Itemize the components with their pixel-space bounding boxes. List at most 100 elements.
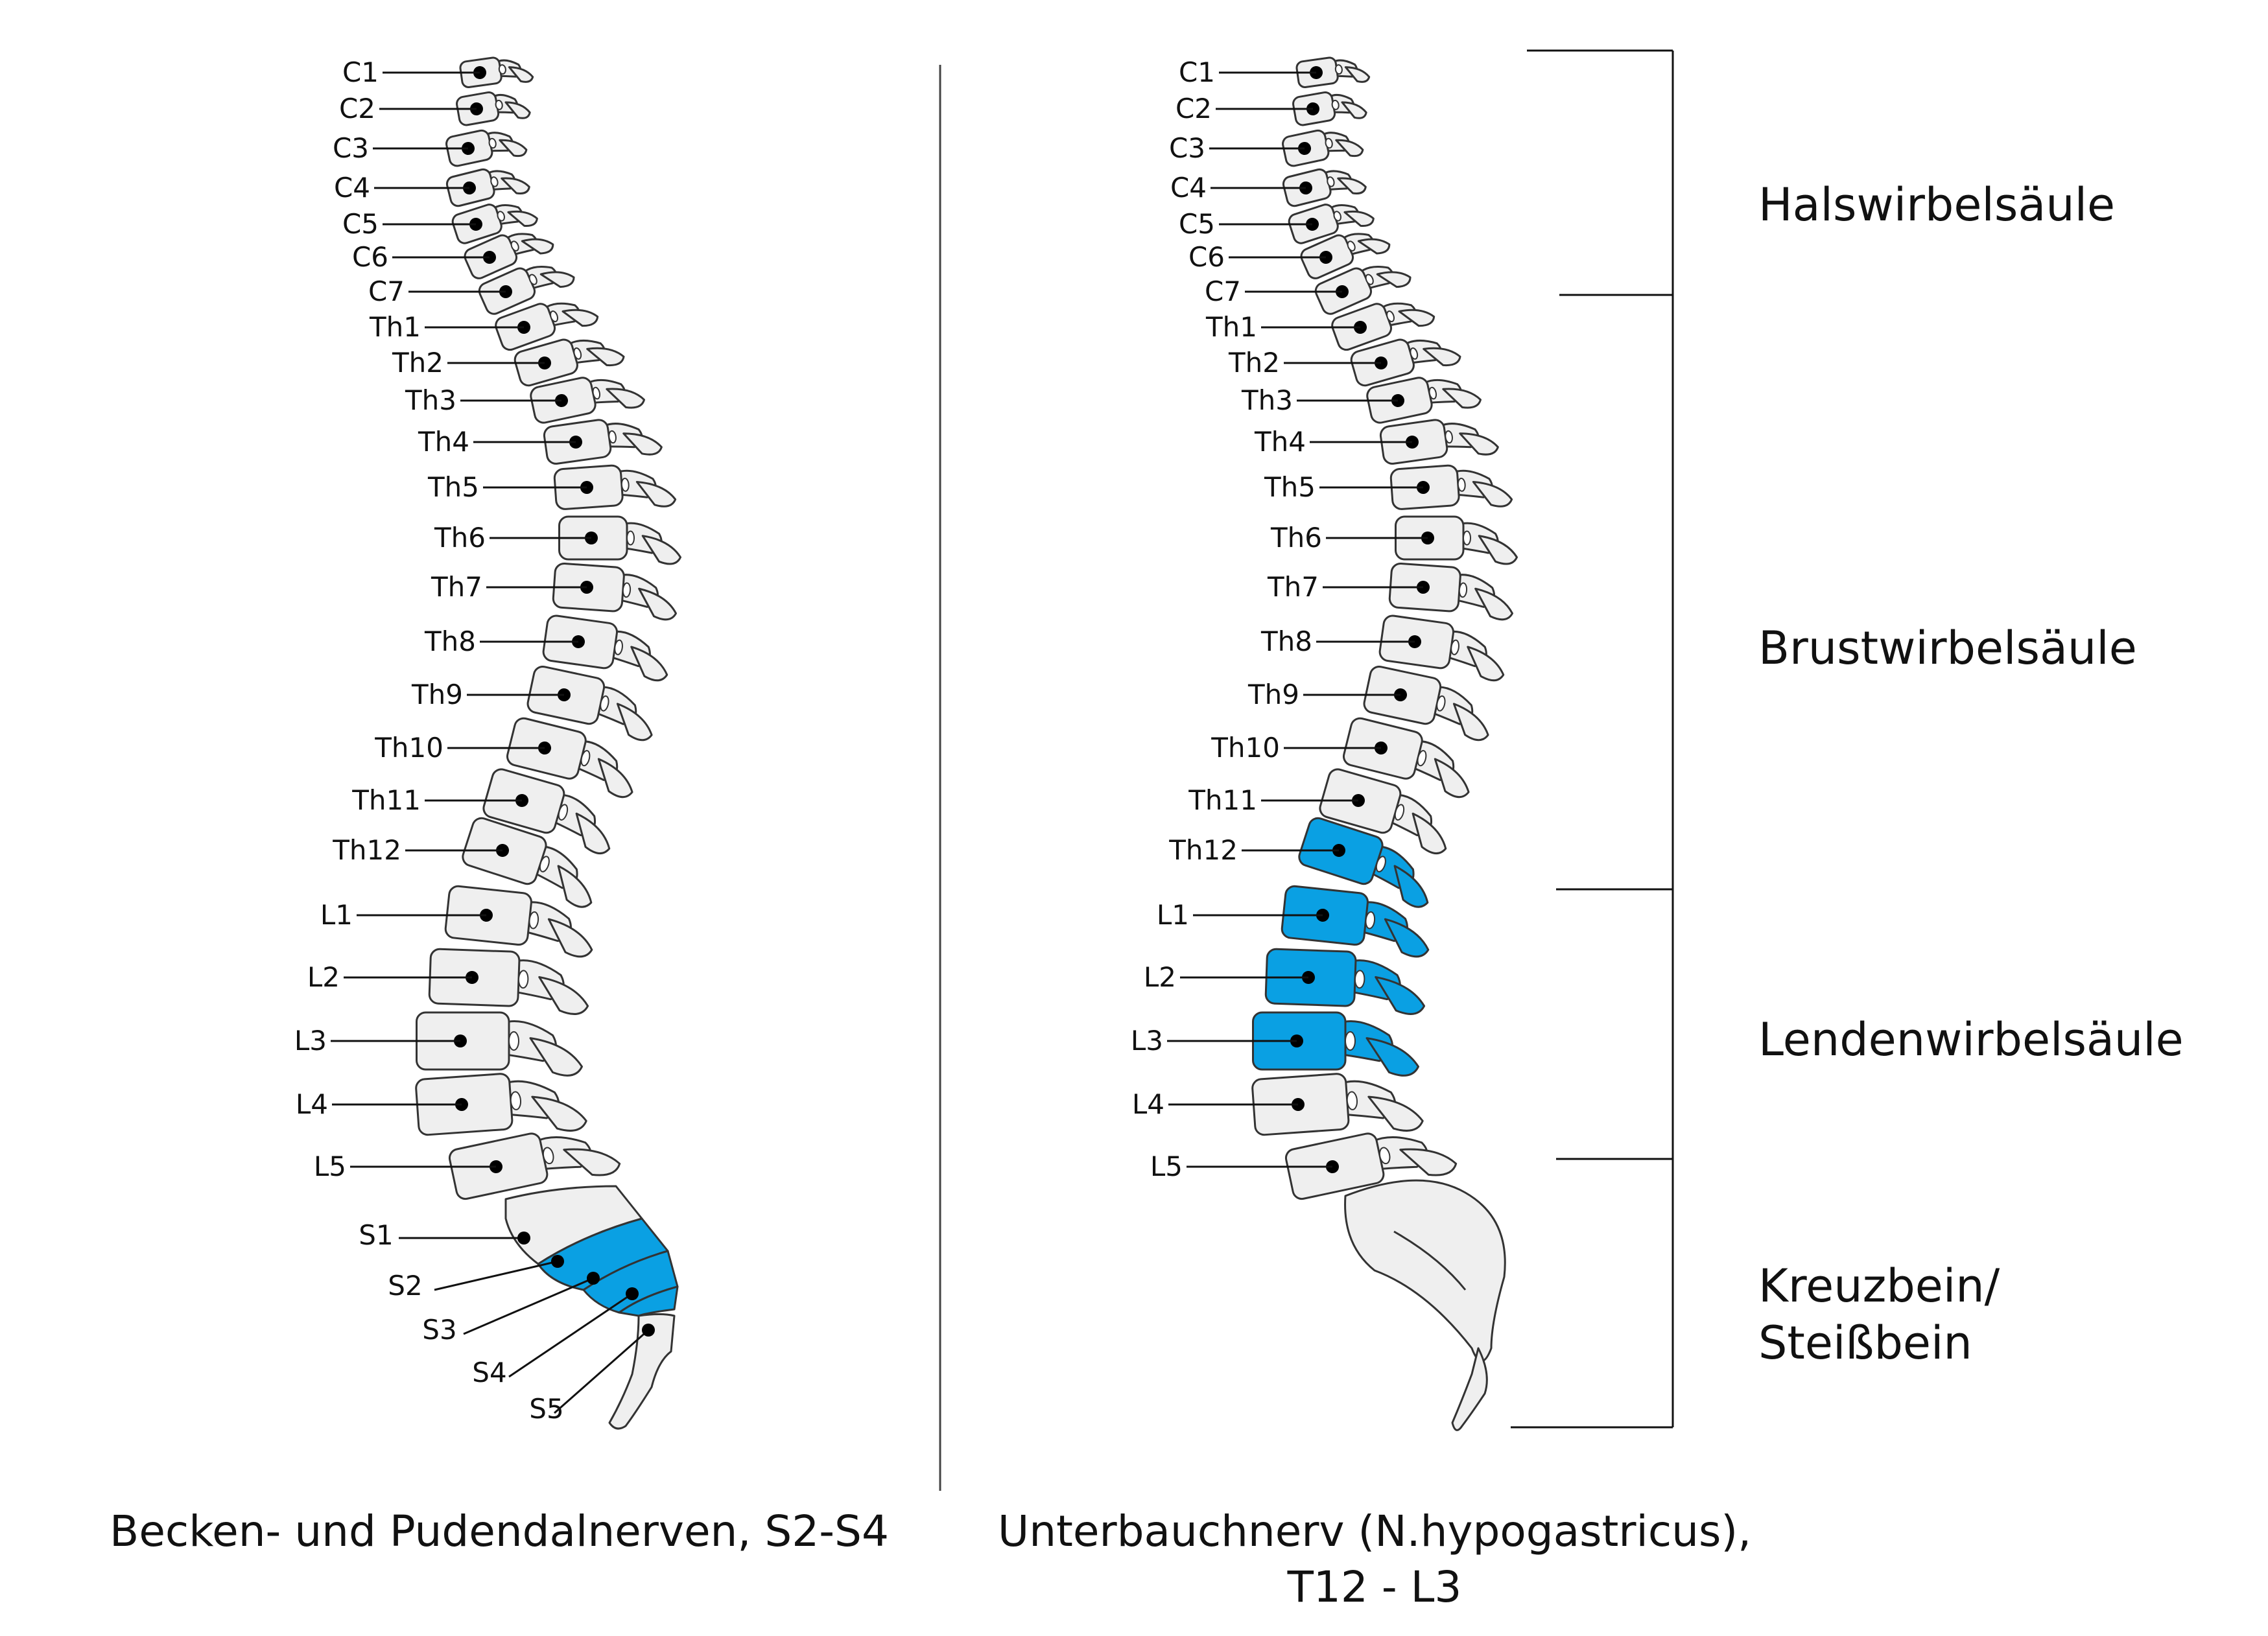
vertebra-foramen xyxy=(1428,386,1437,400)
vertebra-foramen xyxy=(1345,1031,1356,1051)
label-c7: C7 xyxy=(1205,275,1241,307)
label-th2: Th2 xyxy=(1228,347,1280,379)
vertebra-foramen xyxy=(1354,970,1365,989)
vertebra-th2 xyxy=(514,338,625,387)
vertebra-foramen xyxy=(1365,274,1374,285)
vertebra-spine xyxy=(638,587,678,621)
vertebra-th12 xyxy=(462,817,593,908)
vertebra-spine xyxy=(1474,587,1514,621)
label-th10: Th10 xyxy=(374,732,443,764)
vertebra-spine xyxy=(529,1037,583,1077)
right-caption: Unterbauchnerv (N.hypogastricus), T12 - … xyxy=(921,1504,1828,1615)
vertebra-foramen xyxy=(517,970,529,989)
vertebra-spine xyxy=(1344,66,1371,83)
vertebra-spine xyxy=(557,865,593,908)
vertebra-th2 xyxy=(1350,338,1461,387)
label-l2: L2 xyxy=(307,961,340,993)
label-l5: L5 xyxy=(1150,1151,1183,1182)
label-th3: Th3 xyxy=(405,384,456,416)
vertebra-th7 xyxy=(1388,563,1514,621)
label-c6: C6 xyxy=(352,241,388,273)
dot-s1 xyxy=(517,1232,530,1245)
vertebra-c7 xyxy=(1314,266,1412,315)
vertebra-c6 xyxy=(464,233,554,279)
vertebra-spine xyxy=(1357,238,1391,255)
vertebra-foramen xyxy=(510,240,519,251)
vertebra-c2 xyxy=(1292,91,1367,126)
vertebra-foramen xyxy=(592,386,601,400)
vertebra-l2 xyxy=(1264,948,1426,1015)
vertebra-c5 xyxy=(1288,204,1375,244)
label-th1: Th1 xyxy=(1205,311,1257,343)
vertebra-spine xyxy=(630,646,668,682)
vertebra-spine xyxy=(1384,918,1430,958)
label-th4: Th4 xyxy=(1254,426,1306,458)
vertebra-th4 xyxy=(1379,419,1499,465)
label-c3: C3 xyxy=(1169,132,1205,164)
vertebra-l1 xyxy=(1281,885,1430,958)
label-th12: Th12 xyxy=(332,834,401,866)
label-c1: C1 xyxy=(342,56,379,88)
label-c4: C4 xyxy=(334,172,370,204)
label-l4: L4 xyxy=(296,1088,328,1120)
label-th4: Th4 xyxy=(418,426,469,458)
sacrum xyxy=(1344,1179,1506,1362)
vertebra-spine xyxy=(1472,480,1513,508)
vertebra-foramen xyxy=(1386,310,1395,323)
label-l5: L5 xyxy=(314,1151,346,1182)
vertebra-spine xyxy=(1337,177,1367,194)
label-l2: L2 xyxy=(1144,961,1176,993)
vertebra-spine xyxy=(606,388,646,409)
vertebra-spine xyxy=(1376,271,1412,288)
vertebra-th9 xyxy=(1363,666,1489,742)
vertebra-l5 xyxy=(448,1132,621,1200)
coccyx xyxy=(1451,1347,1488,1431)
label-l3: L3 xyxy=(294,1025,327,1057)
vertebra-spine xyxy=(622,432,663,456)
vertebra-c3 xyxy=(445,129,528,167)
right-spine: C1C2C3C4C5C6C7Th1Th2Th3Th4Th5Th6Th7Th8Th… xyxy=(1131,56,1518,1431)
label-th7: Th7 xyxy=(1267,571,1319,603)
vertebra-foramen xyxy=(1346,1091,1358,1110)
vertebra-l5 xyxy=(1284,1132,1458,1200)
dot-s4 xyxy=(626,1287,639,1300)
vertebra-foramen xyxy=(1378,1147,1391,1165)
vertebra-spine xyxy=(547,918,593,958)
vertebra-foramen xyxy=(1334,64,1343,75)
vertebra-spine xyxy=(1393,865,1429,908)
vertebra-spine xyxy=(504,101,531,119)
label-s1: S1 xyxy=(359,1219,393,1251)
vertebra-foramen xyxy=(1333,211,1341,222)
dot-s5 xyxy=(642,1324,655,1337)
right-caption-line2: T12 - L3 xyxy=(1287,1562,1462,1612)
vertebra-foramen xyxy=(1331,99,1340,110)
vertebra-c6 xyxy=(1300,233,1391,279)
vertebra-foramen xyxy=(620,477,630,492)
vertebra-foramen xyxy=(608,430,617,444)
vertebra-foramen xyxy=(614,639,623,655)
vertebra-spine xyxy=(507,210,538,227)
vertebra-spine xyxy=(499,139,528,158)
vertebra-l3 xyxy=(1252,1011,1419,1077)
vertebra-foramen xyxy=(528,274,537,285)
vertebra-spine xyxy=(641,535,681,565)
vertebra-spine xyxy=(563,1148,621,1176)
vertebra-spine xyxy=(616,703,653,742)
vertebra-th5 xyxy=(553,464,677,510)
vertebra-foramen xyxy=(1457,477,1466,492)
label-s4: S4 xyxy=(472,1357,506,1388)
vertebra-foramen xyxy=(622,582,632,598)
vertebra-foramen xyxy=(573,347,582,360)
vertebra-spine xyxy=(1399,1148,1458,1176)
label-c1: C1 xyxy=(1179,56,1215,88)
vertebra-c7 xyxy=(478,266,575,315)
label-c5: C5 xyxy=(1179,208,1215,240)
dot-s2 xyxy=(551,1255,564,1268)
label-l3: L3 xyxy=(1131,1025,1163,1057)
vertebra-foramen xyxy=(1347,240,1356,251)
vertebra-th6 xyxy=(558,515,681,565)
vertebra-c2 xyxy=(456,91,531,126)
label-th6: Th6 xyxy=(1270,522,1322,554)
label-th11: Th11 xyxy=(1188,784,1257,816)
